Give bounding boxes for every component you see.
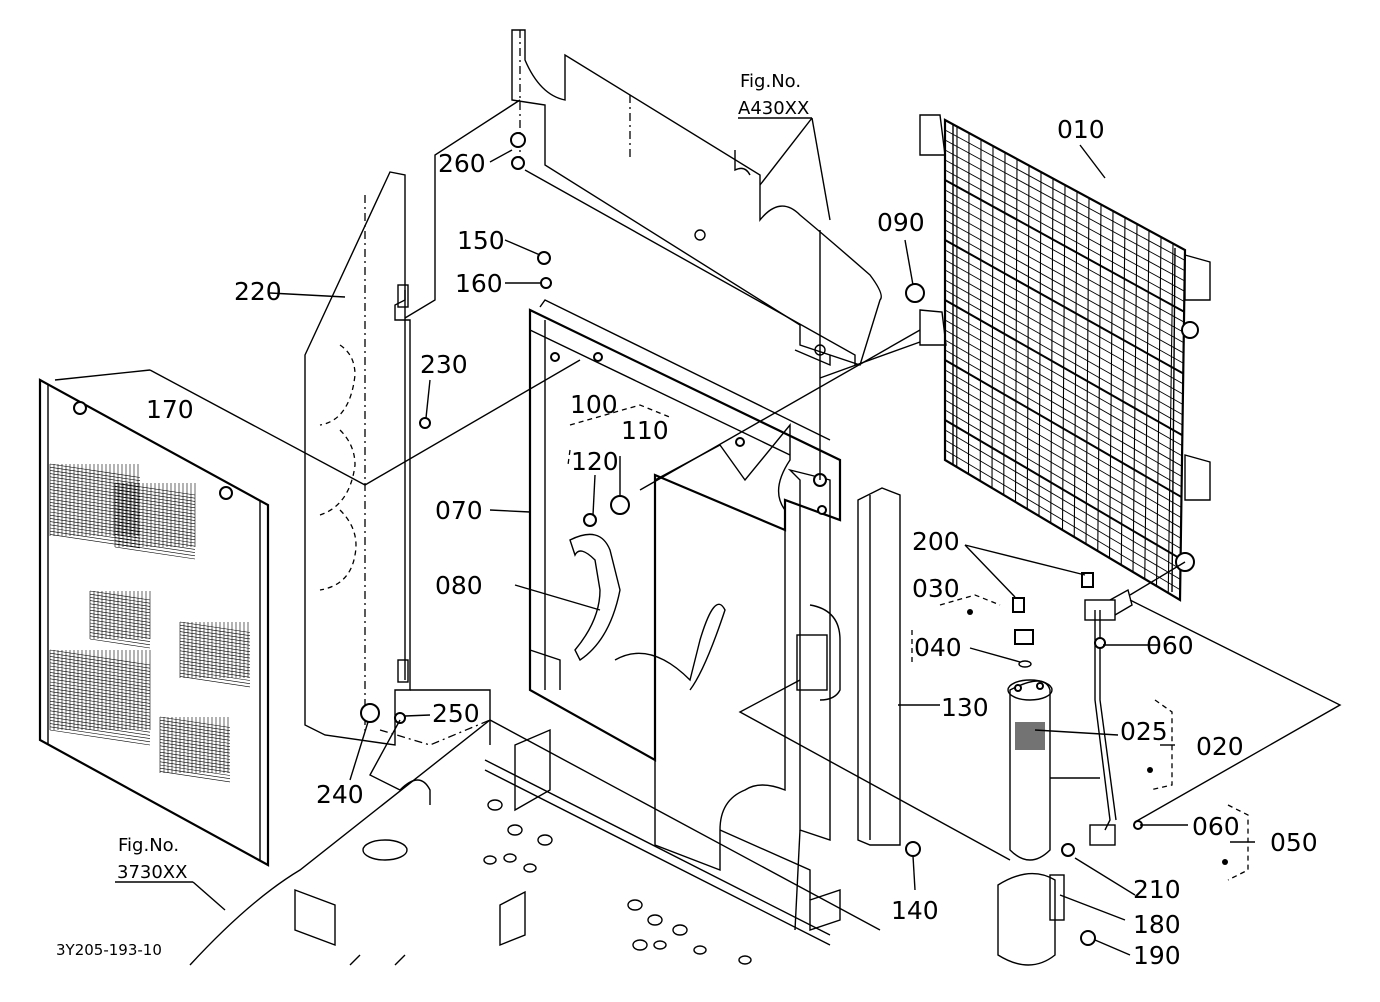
ref-3730-line2: 3730XX [117, 862, 187, 883]
side-panel [304, 171, 411, 746]
ref-3730-line1: Fig.No. [118, 835, 179, 856]
fittings [360, 132, 1143, 946]
fig-ref-a430: Fig.No. A430XX [738, 71, 831, 221]
callout-010: 010 [1057, 115, 1105, 144]
callout-230: 230 [420, 350, 468, 379]
callout-060-upper: 060 [1146, 631, 1194, 660]
callout-040: 040 [914, 633, 962, 662]
ref-a430-line2: A430XX [738, 98, 809, 119]
ref-a430-line1: Fig.No. [740, 71, 801, 92]
callout-100: 100 [570, 390, 618, 419]
band [997, 872, 1065, 966]
base-plate [189, 719, 881, 966]
callout-140: 140 [891, 896, 939, 925]
callout-250: 250 [432, 699, 480, 728]
fig-ref-3730: Fig.No. 3730XX [115, 835, 226, 911]
callout-130: 130 [941, 693, 989, 722]
top-bracket [511, 29, 882, 367]
callout-240: 240 [316, 780, 364, 809]
callout-060-lower: 060 [1192, 812, 1240, 841]
callout-210: 210 [1133, 875, 1181, 904]
callout-160: 160 [455, 269, 503, 298]
callout-110: 110 [621, 416, 669, 445]
callout-120: 120 [571, 447, 619, 476]
receiver-dryer [1007, 679, 1053, 861]
callout-090: 090 [877, 208, 925, 237]
radiator-frame [528, 299, 842, 872]
callout-025: 025 [1120, 717, 1168, 746]
callout-260: 260 [438, 149, 486, 178]
callout-170: 170 [146, 395, 194, 424]
callout-180: 180 [1133, 910, 1181, 939]
callout-190: 190 [1133, 941, 1181, 970]
drawing-code: 3Y205-193-10 [56, 941, 162, 959]
callout-070: 070 [435, 496, 483, 525]
callout-020: 020 [1196, 732, 1244, 761]
callout-labels: 010 020 025 030 040 050 060 060 070 080 … [146, 115, 1318, 970]
rail [857, 487, 901, 846]
leader-lines [54, 99, 1342, 956]
callout-050: 050 [1270, 828, 1318, 857]
screen [38, 378, 270, 867]
callout-150: 150 [457, 226, 505, 255]
seal [569, 533, 621, 662]
condenser [905, 114, 1211, 602]
callout-030: 030 [912, 574, 960, 603]
callout-200: 200 [912, 527, 960, 556]
callout-220: 220 [234, 277, 282, 306]
callout-080: 080 [435, 571, 483, 600]
